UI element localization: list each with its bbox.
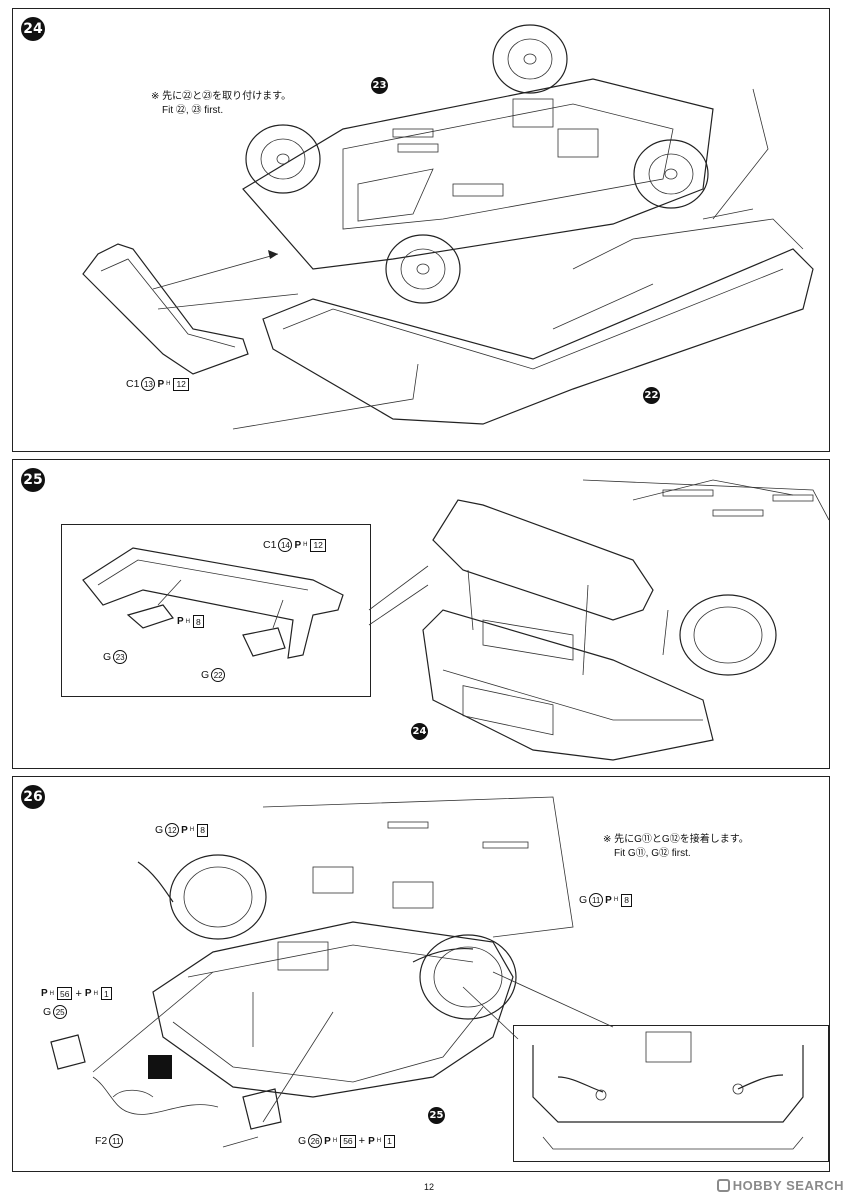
step-24-note-jp: ※ 先に㉒と㉓を取り付けます。 (151, 91, 292, 102)
wheel-front-right (633, 139, 709, 209)
step-25-badge: 25 (21, 468, 45, 492)
step-25-illustration (82, 479, 830, 761)
step-26-note-en: Fit G⑪, G⑫ first. (614, 848, 691, 859)
part-label-g-22: G 22 (201, 668, 226, 682)
step-25-inset (61, 524, 371, 697)
ref-badge-22: 22 (643, 387, 660, 404)
step-24-badge: 24 (21, 17, 45, 41)
part-label-f2-11: F2 11 (95, 1134, 124, 1148)
wheel-rear-left (245, 124, 321, 194)
step-24-note-en: Fit ㉒, ㉓ first. (162, 105, 224, 116)
page-number: 12 (423, 1182, 434, 1192)
watermark: HOBBY SEARCH (716, 1178, 844, 1193)
ref-badge-23: 23 (371, 77, 388, 94)
watermark-text: HOBBY SEARCH (732, 1178, 844, 1193)
decal-mark (148, 1055, 172, 1079)
step-26-inset (513, 1025, 829, 1162)
step-26-panel: 26 25 ※ 先にG⑪とG⑫を接着します。 Fit G⑪, G⑫ first.… (12, 776, 830, 1172)
ref-badge-24: 24 (411, 723, 428, 740)
step-26-badge: 26 (21, 785, 45, 809)
step-26-note: ※ 先にG⑪とG⑫を接着します。 Fit G⑪, G⑫ first. (603, 833, 749, 861)
part-label-g-25: G 25 (43, 1005, 68, 1019)
step-24-panel: 24 ※ 先に㉒と㉓を取り付けます。 Fit ㉒, ㉓ first. 23 22… (12, 8, 830, 452)
step-26-note-jp: ※ 先にG⑪とG⑫を接着します。 (603, 834, 749, 845)
ref-badge-25: 25 (428, 1107, 445, 1124)
wheel-front-left (385, 234, 461, 304)
step-24-illustration (82, 24, 814, 430)
part-label-g-23: G 23 (103, 650, 128, 664)
watermark-logo-icon (716, 1179, 730, 1192)
step-26-illustration (50, 796, 804, 1150)
wheel-rear-right (492, 24, 568, 94)
step-24-note: ※ 先に㉒と㉓を取り付けます。 Fit ㉒, ㉓ first. (151, 90, 291, 118)
